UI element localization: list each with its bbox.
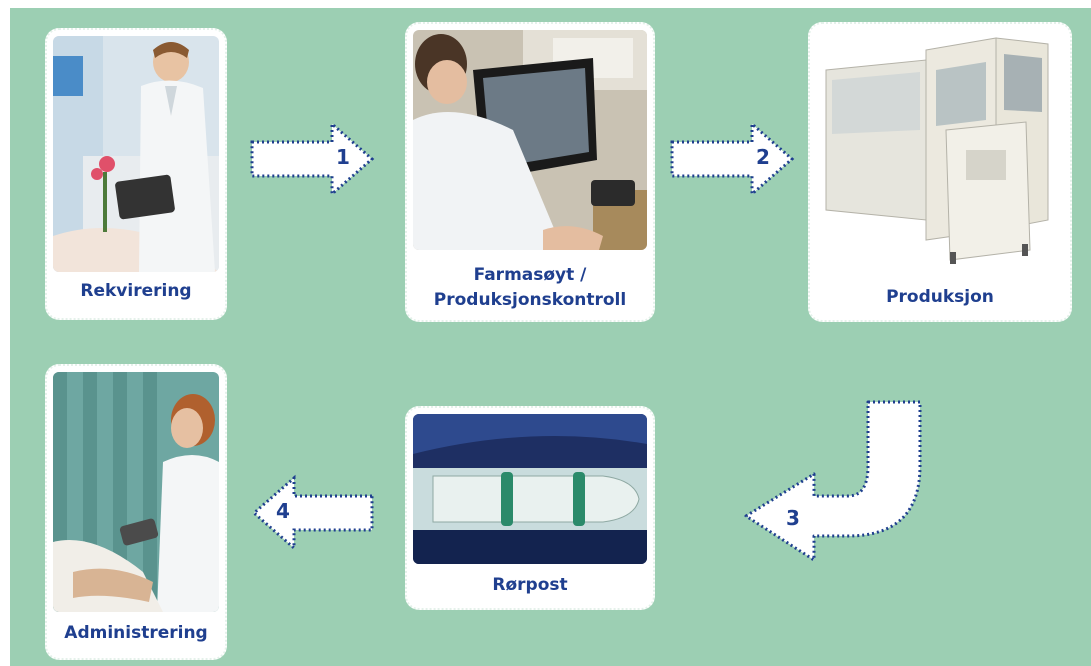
workflow-panel: Rekvirering 1	[10, 8, 1091, 666]
step-card-farmasoyt: Farmasøyt / Produksjonskontroll	[405, 22, 655, 322]
flow-arrow-2: 2	[668, 120, 798, 198]
doctor-tablet-photo	[53, 36, 219, 272]
step-label-administrering: Administrering	[64, 623, 208, 643]
step-card-rorpost: Rørpost	[405, 406, 655, 610]
step-card-rekvirering: Rekvirering	[45, 28, 227, 320]
step-card-administrering: Administrering	[45, 364, 227, 660]
step-card-produksjon: Produksjon	[808, 22, 1072, 322]
arrow-number-4: 4	[276, 499, 290, 523]
step-label-rekvirering: Rekvirering	[80, 281, 192, 301]
production-machine-photo	[816, 30, 1064, 266]
step-label-farmasoyt-line1: Farmasøyt /	[473, 265, 587, 285]
arrow-number-2: 2	[756, 145, 770, 169]
tube-capsule-photo	[413, 414, 647, 564]
arrow-number-3: 3	[786, 506, 800, 530]
step-label-farmasoyt-line2: Produksjonskontroll	[433, 290, 627, 310]
flow-arrow-4: 4	[248, 474, 376, 552]
step-label-rorpost: Rørpost	[492, 575, 568, 595]
step-label-produksjon: Produksjon	[886, 287, 994, 307]
nurse-scanner-photo	[53, 372, 219, 612]
arrow-number-1: 1	[336, 145, 350, 169]
flow-arrow-1: 1	[248, 120, 378, 198]
flow-arrow-3: 3	[738, 396, 928, 566]
pharmacist-computer-photo	[413, 30, 647, 250]
